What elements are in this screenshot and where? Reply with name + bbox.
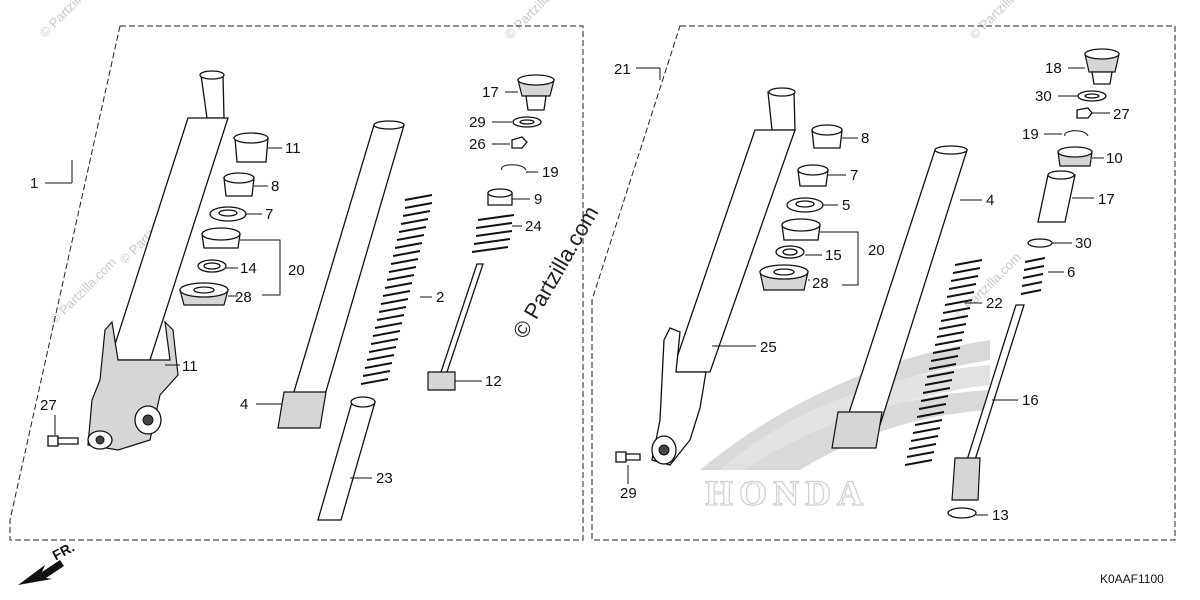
callout-15: 15: [825, 247, 842, 264]
callout-28-right: 28: [812, 275, 829, 292]
callout-26-left: 26: [469, 136, 486, 153]
watermark-top-right: © Partzilla.com: [967, 0, 1040, 42]
watermark-top-mid: © Partzilla.com: [502, 0, 575, 42]
callout-2: 2: [436, 289, 444, 306]
left-group-frame: [9, 25, 584, 541]
callout-9: 9: [534, 191, 542, 208]
callout-18: 17: [1098, 191, 1115, 208]
watermark-top-left: © Partzilla.com: [37, 0, 110, 40]
right-group-frame: [591, 25, 1176, 541]
callout-24: 24: [525, 218, 542, 235]
callout-20: 20: [288, 262, 305, 279]
callout-22: 22: [986, 295, 1003, 312]
part-inner-tube-left: [109, 70, 229, 361]
part-cap-stack-left: [471, 74, 555, 253]
callout-7: 8: [271, 178, 279, 195]
part-bolt-27-right: [615, 451, 641, 463]
part-outer-tube-left: [277, 120, 405, 429]
callout-13: 13: [992, 507, 1009, 524]
part-spring-right: [904, 259, 983, 466]
callout-11-visible: 11: [182, 358, 198, 375]
callout-20-right: 20: [868, 242, 885, 259]
callout-30-visible: 30: [1075, 235, 1092, 252]
diagram-code: K0AAF1100: [1100, 572, 1164, 586]
callout-1: 1: [30, 175, 38, 192]
callout-5-right: 5: [842, 197, 850, 214]
callout-7-right: 7: [850, 167, 858, 184]
callout-17-right: 18: [1045, 60, 1062, 77]
callout-8-right: 8: [861, 130, 869, 147]
callout-5: 7: [265, 206, 273, 223]
callouts-left: 1 11 8 7 14 28 20 11 11 27 4 2 23 12 17 …: [30, 84, 559, 487]
callout-8: 11: [285, 140, 301, 157]
callout-29-right: 30: [1035, 88, 1052, 105]
callout-28: 28: [235, 289, 252, 306]
callout-27-right: 29: [620, 485, 637, 502]
part-spring-left: [360, 194, 433, 385]
callouts-right: 21 8 7 5 15 28 20 4 22 25 29 16 13 18 30…: [614, 60, 1130, 524]
callout-14: 14: [240, 260, 257, 277]
part-cap-stack-right: [1020, 48, 1120, 295]
honda-brand-text: HONDA: [705, 473, 869, 513]
part-stack-left: [179, 132, 269, 306]
part-bottom-case-right: [651, 327, 707, 466]
callout-16: 16: [1022, 392, 1039, 409]
watermark-center: © Partzilla.com: [508, 202, 604, 343]
callout-29-left: 29: [469, 114, 486, 131]
part-bolt-27-left: [47, 435, 79, 447]
callout-4-left: 4: [240, 396, 248, 413]
part-bottom-case-left: [87, 320, 179, 451]
watermark-mid-left: © Partzilla.com: [47, 255, 120, 328]
callout-25: 25: [760, 339, 777, 356]
callout-19-left: 19: [542, 164, 559, 181]
part-stack-right: [759, 124, 843, 291]
callout-6: 6: [1067, 264, 1075, 281]
callout-27-left: 27: [40, 397, 57, 414]
callout-12: 12: [485, 373, 502, 390]
callout-10: 10: [1106, 150, 1123, 167]
callout-17-left: 17: [482, 84, 499, 101]
part-damper-rod-right: [947, 304, 1025, 519]
callout-21: 21: [614, 61, 631, 78]
part-outer-tube-right: [831, 145, 968, 449]
callout-19-right: 19: [1022, 126, 1039, 143]
callout-26-right: 27: [1113, 106, 1130, 123]
front-direction-arrow: [18, 560, 64, 585]
part-damper-rod-left: [427, 263, 484, 391]
callout-4-right: 4: [986, 192, 994, 209]
part-spacer-left: [317, 396, 376, 521]
callout-23: 23: [376, 470, 393, 487]
part-inner-tube-right: [671, 87, 796, 373]
